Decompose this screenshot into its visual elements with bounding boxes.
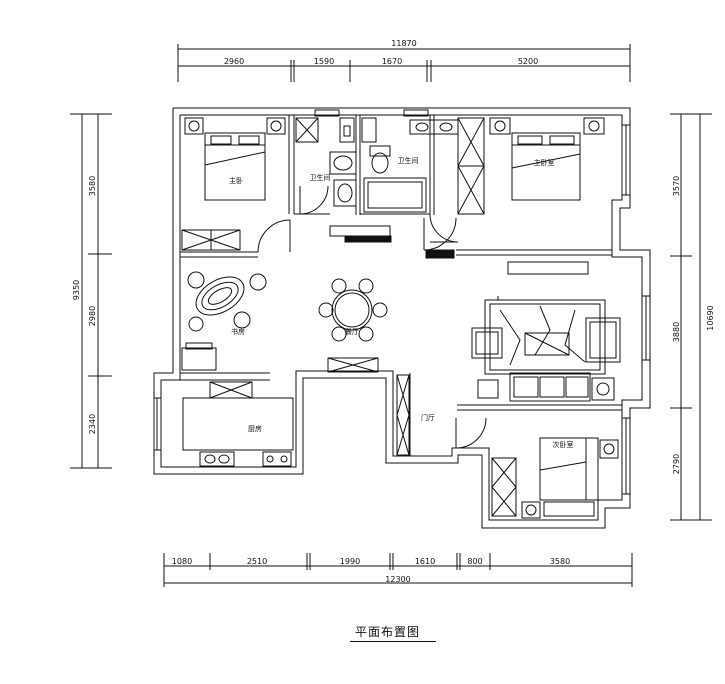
title-underline xyxy=(350,641,436,642)
bottom-total-dim: 12300 xyxy=(385,575,410,584)
top-total-dim: 11870 xyxy=(391,39,416,48)
room-label-study: 书房 xyxy=(231,327,245,336)
left-dimension xyxy=(70,113,112,469)
windows xyxy=(153,109,651,495)
right-dim-3: 2790 xyxy=(672,454,681,474)
interior-walls xyxy=(180,115,622,456)
room-label-bedroom-bottom: 次卧室 xyxy=(553,440,574,449)
room-label-hall: 门厅 xyxy=(421,413,435,422)
study-furniture xyxy=(181,271,267,371)
right-dim-1: 3570 xyxy=(672,176,681,196)
bottom-dim-1: 1080 xyxy=(172,557,192,566)
top-dim-3: 1670 xyxy=(382,57,402,66)
living-room-furniture xyxy=(471,296,621,402)
hall-cabinet xyxy=(396,374,410,456)
right-total-dim: 10690 xyxy=(706,305,715,330)
top-dim-4: 5200 xyxy=(518,57,538,66)
bedroom-left-furniture xyxy=(181,117,286,251)
room-label-dining: 餐厅 xyxy=(345,327,359,336)
bathroom-b-fixtures xyxy=(361,117,427,213)
left-dim-1: 3580 xyxy=(88,176,97,196)
room-label-kitchen: 厨房 xyxy=(248,424,262,433)
top-dim-1: 2960 xyxy=(224,57,244,66)
top-dimension xyxy=(177,44,631,82)
room-label-bathroom-a: 卫生间 xyxy=(310,173,331,182)
right-dimension xyxy=(670,113,712,521)
wardrobe xyxy=(409,117,485,215)
bottom-dim-6: 3580 xyxy=(550,557,570,566)
left-dim-2: 2980 xyxy=(88,306,97,326)
top-dim-2: 1590 xyxy=(314,57,334,66)
drawing-title: 平面布置图 xyxy=(355,625,421,639)
bottom-dim-4: 1610 xyxy=(415,557,435,566)
threshold-strips xyxy=(329,225,455,259)
bottom-dim-2: 2510 xyxy=(247,557,267,566)
left-dim-3: 2340 xyxy=(88,414,97,434)
kitchen-furniture xyxy=(182,381,294,467)
doors xyxy=(257,185,487,449)
room-label-bedroom-right: 主卧室 xyxy=(534,158,555,167)
room-label-bathroom-b: 卫生间 xyxy=(398,156,419,165)
bottom-dim-3: 1990 xyxy=(340,557,360,566)
outer-walls xyxy=(153,107,651,529)
bedroom-right-furniture xyxy=(489,117,605,201)
bottom-dimension xyxy=(163,553,633,587)
dining-set xyxy=(318,278,388,373)
bathroom-a-fixtures xyxy=(295,117,357,207)
right-dim-2: 3880 xyxy=(672,322,681,342)
bottom-dim-5: 800 xyxy=(467,557,482,566)
left-total-dim: 9350 xyxy=(72,280,81,300)
bedroom-bottom-furniture xyxy=(491,437,619,519)
room-label-bedroom-left: 主卧 xyxy=(229,176,243,185)
